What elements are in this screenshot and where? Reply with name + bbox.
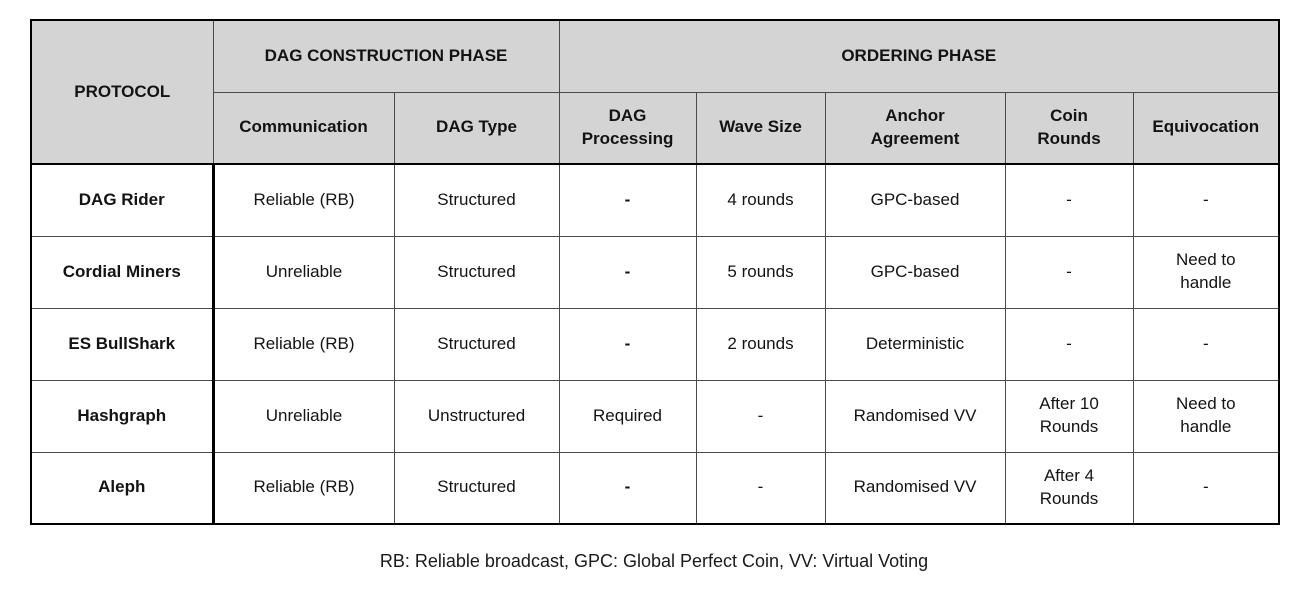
cell-communication: Reliable (RB) — [212, 451, 395, 525]
cell-dag-type: Structured — [393, 235, 560, 309]
cell-communication: Unreliable — [212, 379, 395, 453]
cell-coin-rounds: - — [1004, 307, 1134, 381]
subheader-coin-rounds: Coin Rounds — [1004, 91, 1134, 165]
cell-dag-type: Structured — [393, 307, 560, 381]
subheader-dag-processing: DAG Processing — [558, 91, 697, 165]
header-dag-construction-phase: DAG CONSTRUCTION PHASE — [212, 19, 560, 93]
cell-equivocation: Need to handle — [1132, 235, 1280, 309]
cell-anchor-agreement: GPC-based — [824, 235, 1006, 309]
cell-protocol: Cordial Miners — [30, 235, 215, 309]
cell-dag-processing: - — [558, 163, 697, 237]
abbreviations-footnote: RB: Reliable broadcast, GPC: Global Perf… — [379, 551, 929, 571]
header-sub-row: Communication DAG Type DAG Processing Wa… — [31, 91, 1280, 165]
cell-dag-type: Structured — [393, 163, 560, 237]
cell-equivocation: Need to handle — [1132, 379, 1280, 453]
cell-protocol: DAG Rider — [30, 163, 215, 237]
cell-dag-processing: - — [558, 307, 697, 381]
cell-coin-rounds: After 4 Rounds — [1004, 451, 1134, 525]
table-row: Aleph Reliable (RB) Structured - - Rando… — [30, 451, 1280, 525]
protocol-comparison-table: PROTOCOL DAG CONSTRUCTION PHASE ORDERING… — [30, 19, 1281, 525]
table-row: DAG Rider Reliable (RB) Structured - 4 r… — [30, 163, 1280, 237]
table-row: Hashgraph Unreliable Unstructured Requir… — [30, 379, 1280, 453]
cell-communication: Reliable (RB) — [212, 163, 395, 237]
cell-anchor-agreement: Randomised VV — [824, 379, 1006, 453]
subheader-communication: Communication — [212, 91, 395, 165]
cell-wave-size: 4 rounds — [695, 163, 826, 237]
cell-anchor-agreement: GPC-based — [824, 163, 1006, 237]
cell-coin-rounds: - — [1004, 235, 1134, 309]
cell-wave-size: 5 rounds — [695, 235, 826, 309]
cell-wave-size: 2 rounds — [695, 307, 826, 381]
header-protocol: PROTOCOL — [30, 19, 214, 165]
header-group-row: PROTOCOL DAG CONSTRUCTION PHASE ORDERING… — [30, 19, 1280, 165]
cell-dag-processing: - — [558, 451, 697, 525]
subheader-wave-size: Wave Size — [695, 91, 826, 165]
table-row: ES BullShark Reliable (RB) Structured - … — [30, 307, 1280, 381]
cell-coin-rounds: After 10 Rounds — [1004, 379, 1134, 453]
cell-protocol: ES BullShark — [30, 307, 215, 381]
cell-communication: Unreliable — [212, 235, 395, 309]
cell-equivocation: - — [1132, 163, 1280, 237]
table-row: Cordial Miners Unreliable Structured - 5… — [30, 235, 1280, 309]
cell-protocol: Hashgraph — [30, 379, 215, 453]
cell-protocol: Aleph — [30, 451, 215, 525]
cell-dag-type: Unstructured — [393, 379, 560, 453]
cell-dag-type: Structured — [393, 451, 560, 525]
subheader-dag-type: DAG Type — [393, 91, 560, 165]
cell-equivocation: - — [1132, 307, 1280, 381]
cell-equivocation: - — [1132, 451, 1280, 525]
cell-wave-size: - — [695, 379, 826, 453]
cell-communication: Reliable (RB) — [212, 307, 395, 381]
cell-anchor-agreement: Randomised VV — [824, 451, 1006, 525]
cell-wave-size: - — [695, 451, 826, 525]
cell-anchor-agreement: Deterministic — [824, 307, 1006, 381]
cell-dag-processing: Required — [558, 379, 697, 453]
cell-coin-rounds: - — [1004, 163, 1134, 237]
subheader-anchor-agreement: Anchor Agreement — [824, 91, 1006, 165]
cell-dag-processing: - — [558, 235, 697, 309]
header-ordering-phase: ORDERING PHASE — [558, 19, 1280, 93]
subheader-equivocation: Equivocation — [1132, 91, 1280, 165]
